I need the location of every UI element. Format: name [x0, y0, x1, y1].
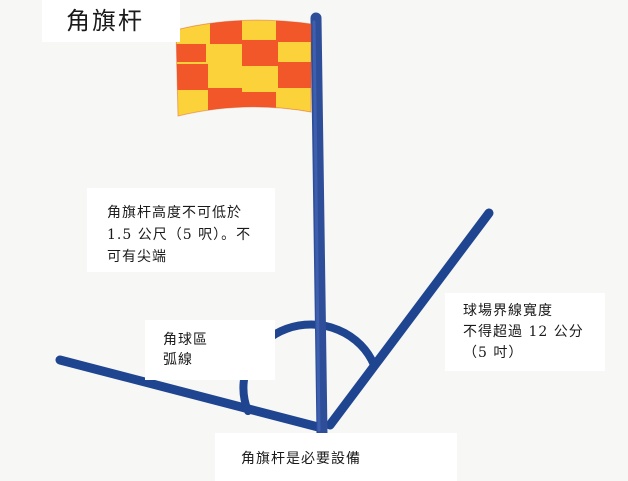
corner-arc-note: 角球區 弧線 [145, 320, 275, 380]
corner-arc [239, 320, 378, 415]
goal-line [55, 355, 327, 433]
flag-square [176, 64, 208, 90]
diagram-title: 角旗杆 [42, 0, 180, 42]
flag-square [242, 40, 278, 66]
flag-square [242, 66, 278, 92]
flag-wave-shade [175, 19, 312, 117]
flag-square [276, 20, 311, 42]
pole-height-note: 角旗杆高度不可低於 1.5 公尺（5 呎）。不 可有尖端 [87, 188, 275, 272]
diagram-caption: 角旗杆是必要設備 [215, 433, 457, 481]
flag-pole [310, 12, 328, 440]
checkered-flag [175, 19, 312, 117]
flag-square [206, 44, 242, 66]
touch-line [325, 208, 494, 430]
line-width-note: 球場界線寬度 不得超過 12 公分 （5 吋） [445, 293, 605, 371]
flag-pole-highlight [312, 20, 321, 432]
